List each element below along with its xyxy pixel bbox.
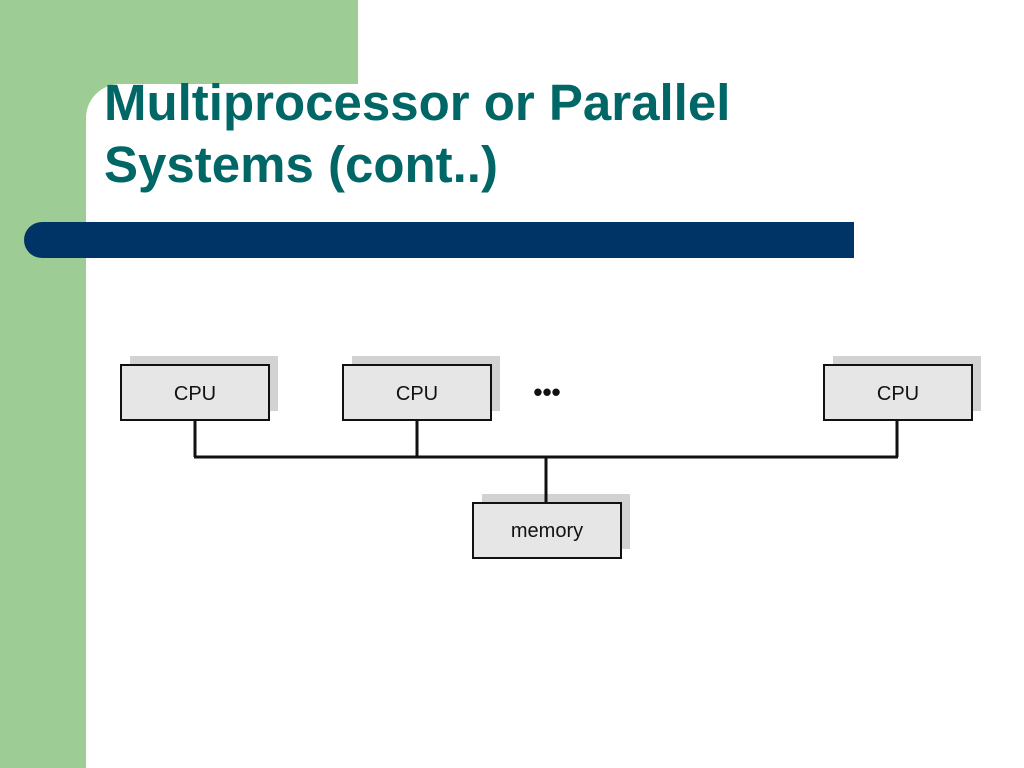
- cpu-box-2: CPU: [342, 364, 492, 421]
- green-side-band: [0, 0, 86, 768]
- memory-box: memory: [472, 502, 622, 559]
- ellipsis: •••: [533, 377, 560, 407]
- memory-label: memory: [511, 520, 583, 542]
- title-panel: [86, 84, 358, 118]
- cpu-label: CPU: [174, 383, 216, 405]
- cpu-box-3: CPU: [823, 364, 973, 421]
- slide-title-line-2: Systems (cont..): [104, 136, 498, 193]
- cpu-label: CPU: [877, 383, 919, 405]
- slide-title-line-1: Multiprocessor or Parallel: [104, 74, 731, 131]
- cpu-box-1: CPU: [120, 364, 270, 421]
- cpu-label: CPU: [396, 383, 438, 405]
- slide-title: Multiprocessor or Parallel Systems (cont…: [104, 72, 984, 196]
- title-underline-bar: [24, 222, 854, 258]
